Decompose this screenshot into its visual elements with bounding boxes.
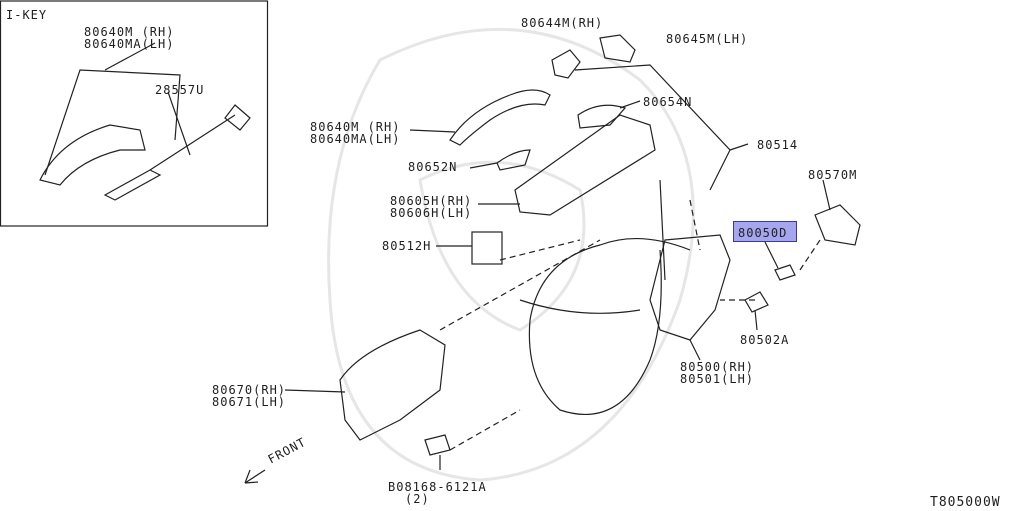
label-80500: 80500(RH) — [680, 360, 755, 374]
label-08168-qty: (2) — [405, 492, 430, 506]
highlight-80050D[interactable]: 80050D — [733, 221, 797, 242]
inset-title: I-KEY — [6, 8, 48, 22]
label-80502A: 80502A — [740, 333, 790, 347]
label-08168: B08168-6121A — [388, 480, 487, 494]
label-80605H: 80605H(RH) — [390, 194, 473, 208]
bolt-80502A — [744, 291, 769, 313]
label-inset-80640MA: 80640MA(LH) — [84, 37, 175, 51]
label-80512H: 80512H — [382, 239, 432, 253]
watermark — [327, 27, 695, 482]
label-80501: 80501(LH) — [680, 372, 755, 386]
bolt-08168 — [424, 434, 451, 456]
label-inset-28557U: 28557U — [155, 83, 205, 97]
label-80640MA: 80640MA(LH) — [310, 132, 401, 146]
label-80670: 80670(RH) — [212, 383, 287, 397]
inset-box — [0, 0, 269, 227]
label-80514: 80514 — [757, 138, 799, 152]
part-80605H — [514, 114, 656, 216]
diagram-code: T805000W — [930, 495, 1001, 510]
label-80640M: 80640M (RH) — [310, 120, 401, 134]
label-80654N: 80654N — [643, 95, 693, 109]
screw-80050D — [774, 264, 796, 281]
label-inset-80640M: 80640M (RH) — [84, 25, 175, 39]
part-80512H — [471, 231, 503, 265]
part-80644M — [551, 49, 581, 79]
label-80606H: 80606H(LH) — [390, 206, 473, 220]
front-arrow — [244, 469, 266, 484]
inside-handle — [339, 329, 446, 441]
part-80570M — [814, 204, 861, 246]
label-80644M: 80644M(RH) — [521, 16, 604, 30]
label-80570M: 80570M — [808, 168, 858, 182]
part-80654N — [577, 104, 627, 129]
cable-loop — [528, 238, 691, 415]
part-80652N — [496, 149, 531, 171]
inset-key-cylinder — [103, 169, 162, 201]
outer-handle — [449, 89, 551, 146]
door-lock-actuator — [649, 234, 731, 341]
label-80050D: 80050D — [738, 226, 788, 240]
label-80652N: 80652N — [408, 160, 458, 174]
inset-outer-handle — [39, 124, 146, 186]
label-80645M: 80645M(LH) — [666, 32, 749, 46]
label-80671: 80671(LH) — [212, 395, 287, 409]
part-80645M — [599, 34, 636, 63]
